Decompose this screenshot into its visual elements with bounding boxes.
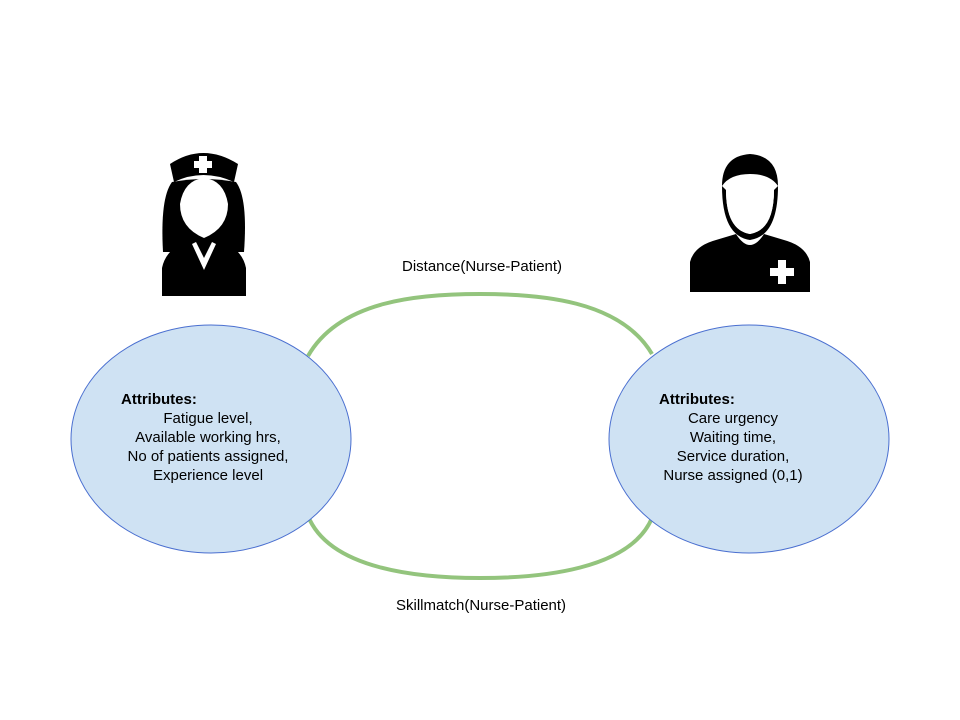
patient-attribute-item: Service duration, [676,448,790,465]
nurse-attribute-item: No of patients assigned, [127,448,289,465]
nurse-attributes-heading: Attributes: [121,391,197,408]
patient-attribute-item: Waiting time, [689,429,777,446]
nurse-attribute-item: Experience level [152,467,264,484]
nurse-attributes: Attributes: Fatigue level, Available work… [121,390,303,485]
nurse-attributes-list: Fatigue level, Available working hrs, No o… [113,409,303,485]
nurse-node [70,324,352,554]
nurse-attribute-item: Fatigue level, [163,410,253,427]
distance-label: Distance(Nurse-Patient) [402,258,563,275]
patient-node [608,324,890,554]
patient-attribute-item: Nurse assigned (0,1) [663,467,803,484]
skillmatch-edge [306,515,654,581]
patient-attributes-heading: Attributes: [659,391,735,408]
distance-edge [306,291,654,357]
patient-attribute-item: Care urgency [687,410,779,427]
nurse-attribute-item: Available working hrs, [135,429,281,446]
patient-icon [690,154,810,292]
nurse-icon [162,153,246,296]
skillmatch-label: Skillmatch(Nurse-Patient) [396,597,567,614]
